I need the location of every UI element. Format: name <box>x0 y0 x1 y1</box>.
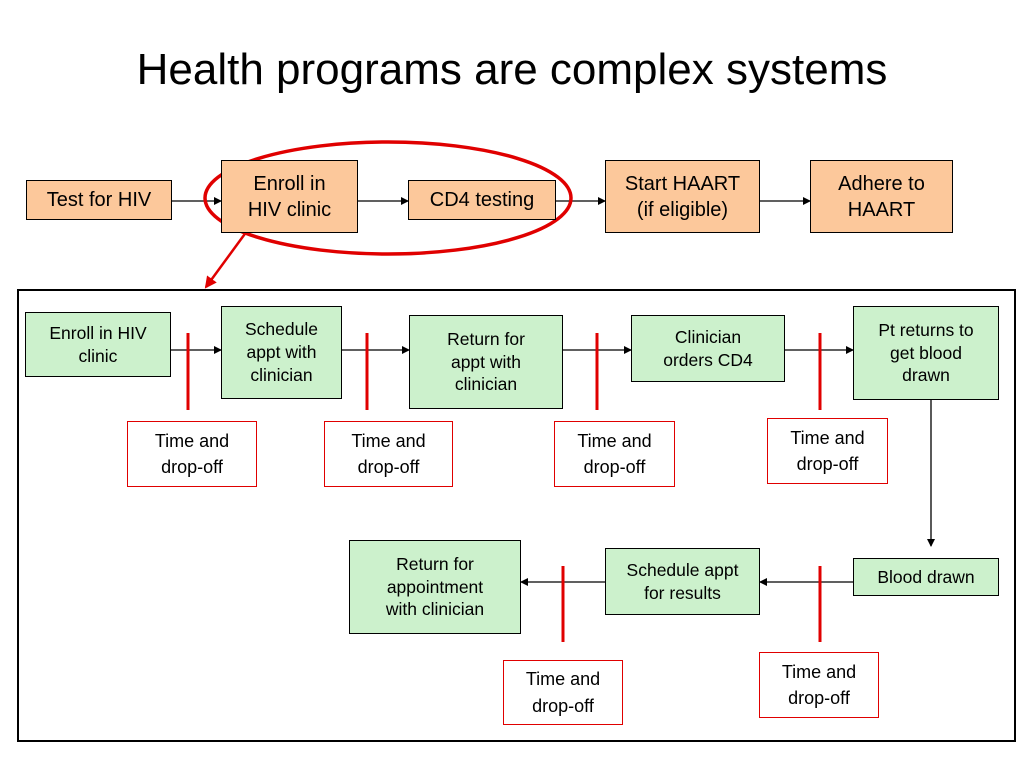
slide-title: Health programs are complex systems <box>136 45 888 94</box>
dropoff-box-2: Time and drop-off <box>324 421 453 487</box>
box-d-return-clinician-label: Return for appt with clinician <box>447 328 525 395</box>
dropoff-box-1: Time and drop-off <box>127 421 257 487</box>
box-d-schedule-results-label: Schedule appt for results <box>626 559 739 603</box>
box-enroll-hiv-clinic-label: Enroll in HIV clinic <box>247 172 332 221</box>
box-adhere-haart-label: Adhere to HAART <box>838 172 925 221</box>
box-start-haart-label: Start HAART (if eligible) <box>624 172 741 221</box>
box-d-return-clinician: Return for appt with clinician <box>409 315 563 409</box>
dropoff-box-2-label: Time and drop-off <box>351 430 426 477</box>
box-d-enroll-label: Enroll in HIV clinic <box>49 322 147 366</box>
dropoff-box-6-label: Time and drop-off <box>781 661 857 708</box>
box-d-return-appointment: Return for appointment with clinician <box>349 540 521 634</box>
box-d-schedule-clinician: Schedule appt with clinician <box>221 306 342 399</box>
box-d-pt-returns: Pt returns to get blood drawn <box>853 306 999 400</box>
box-d-return-appointment-label: Return for appointment with clinician <box>385 553 485 620</box>
box-d-blood-drawn: Blood drawn <box>853 558 999 596</box>
box-enroll-hiv-clinic: Enroll in HIV clinic <box>221 160 358 233</box>
box-cd4-testing-label: CD4 testing <box>429 189 535 211</box>
dropoff-box-5-label: Time and drop-off <box>525 669 601 716</box>
dropoff-box-3-label: Time and drop-off <box>577 430 652 477</box>
box-d-enroll: Enroll in HIV clinic <box>25 312 171 377</box>
box-test-for-hiv-label: Test for HIV <box>46 189 152 211</box>
box-d-blood-drawn-label: Blood drawn <box>877 566 975 587</box>
dropoff-box-4-label: Time and drop-off <box>790 427 865 474</box>
box-d-schedule-clinician-label: Schedule appt with clinician <box>245 319 318 385</box>
box-d-schedule-results: Schedule appt for results <box>605 548 760 615</box>
dropoff-box-3: Time and drop-off <box>554 421 675 487</box>
box-start-haart: Start HAART (if eligible) <box>605 160 760 233</box>
detail-frame <box>17 289 1016 742</box>
dropoff-box-6: Time and drop-off <box>759 652 879 718</box>
dropoff-box-1-label: Time and drop-off <box>154 430 230 477</box>
red-pointer-arrow <box>204 230 249 289</box>
box-test-for-hiv: Test for HIV <box>26 180 172 220</box>
dropoff-box-4: Time and drop-off <box>767 418 888 484</box>
dropoff-box-5: Time and drop-off <box>503 660 623 725</box>
box-adhere-haart: Adhere to HAART <box>810 160 953 233</box>
box-d-clinician-orders-label: Clinician orders CD4 <box>663 326 753 370</box>
box-d-clinician-orders: Clinician orders CD4 <box>631 315 785 382</box>
box-d-pt-returns-label: Pt returns to get blood drawn <box>878 319 974 386</box>
box-cd4-testing: CD4 testing <box>408 180 556 220</box>
